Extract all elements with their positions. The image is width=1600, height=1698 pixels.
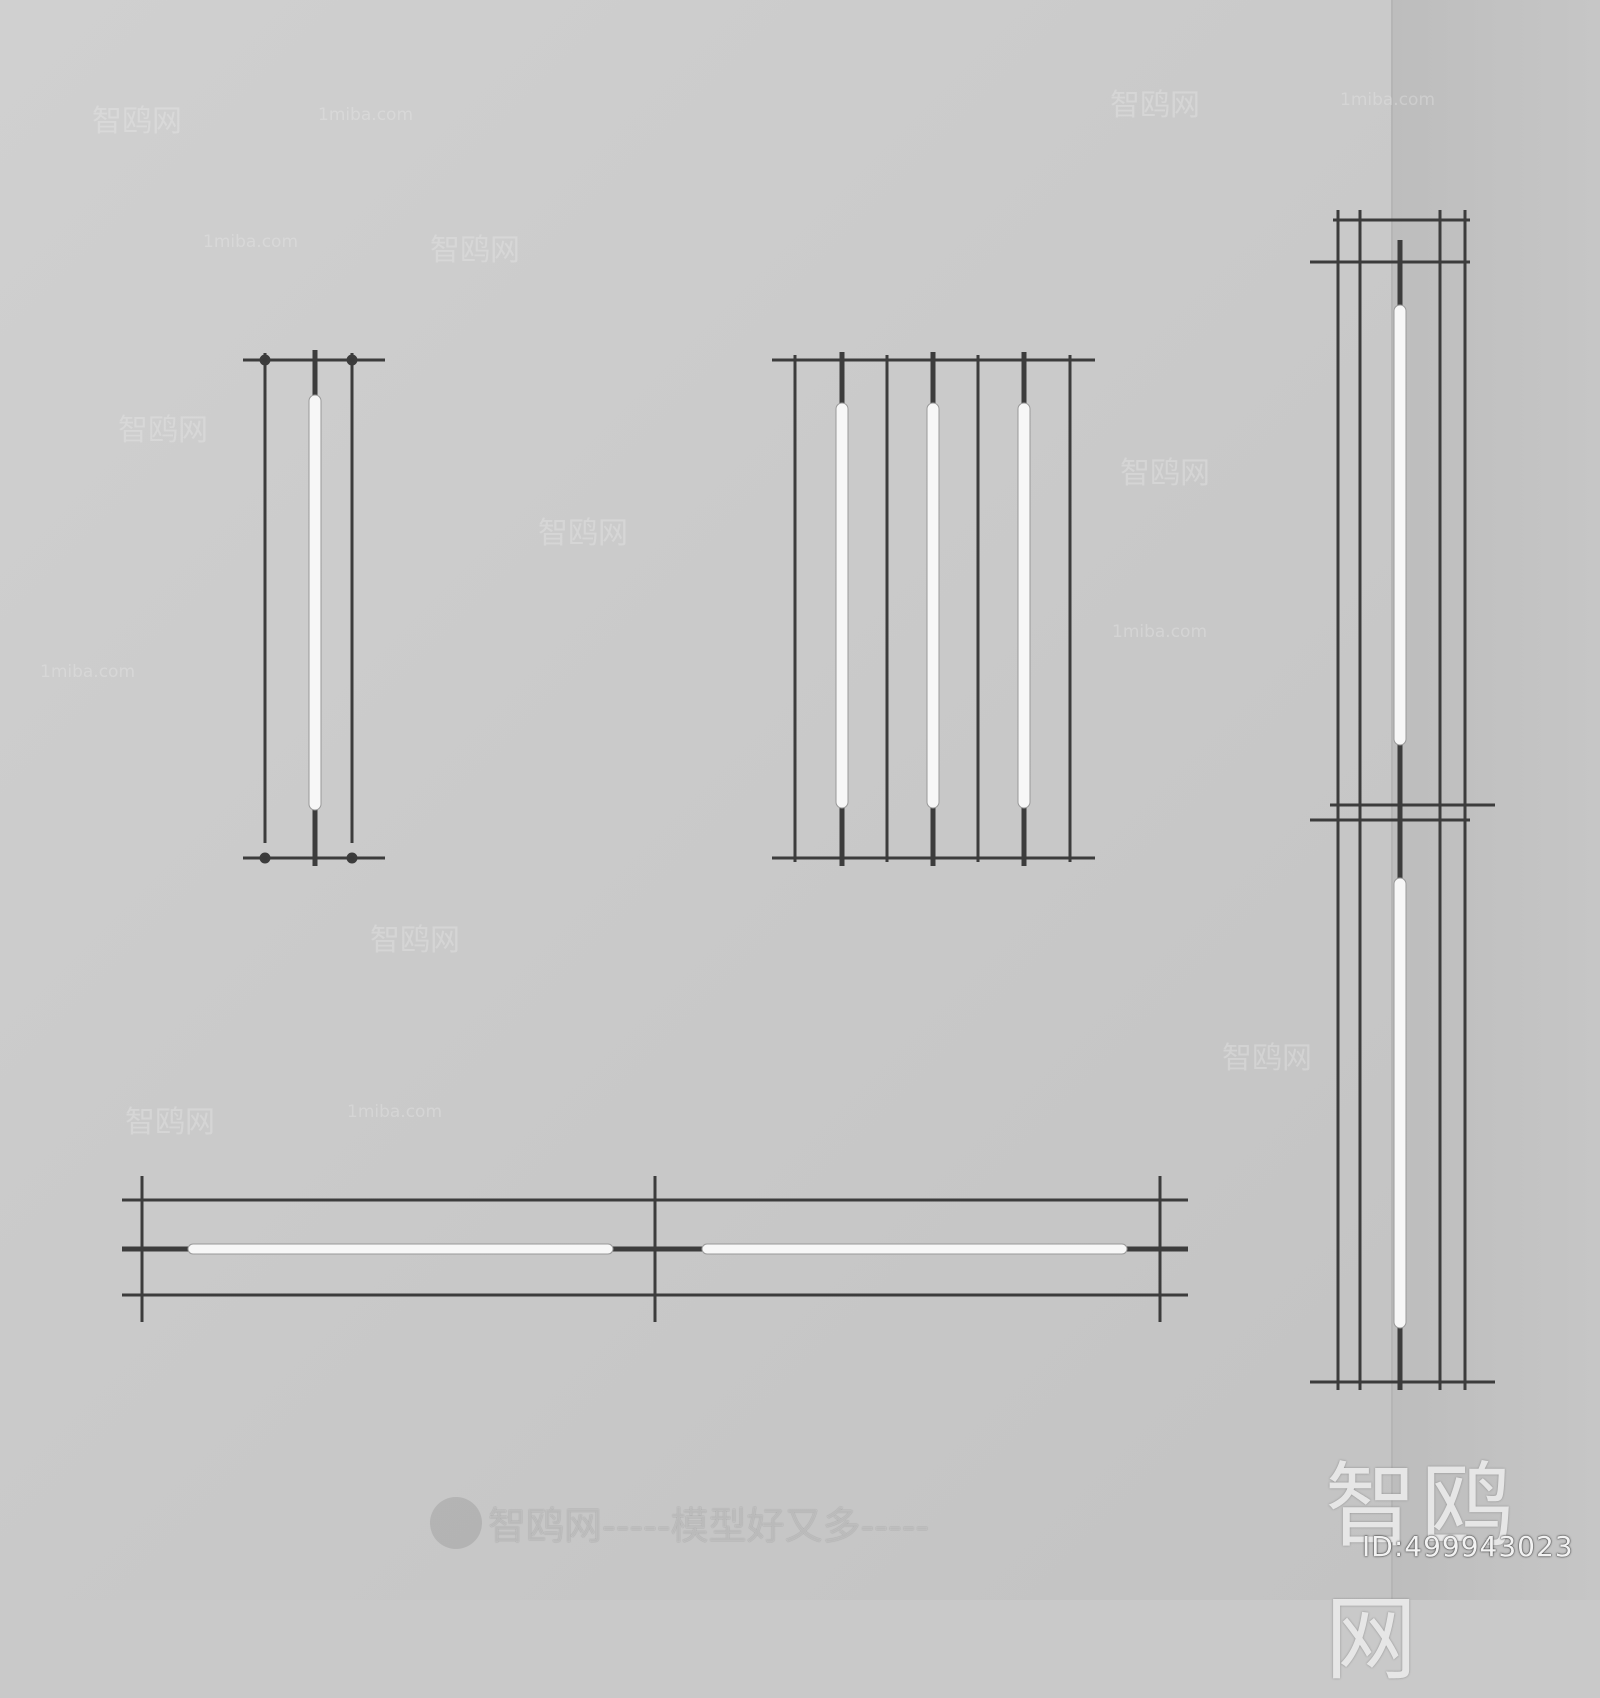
watermark-site: 1miba.com	[1112, 622, 1208, 642]
watermark-site: 1miba.com	[40, 662, 136, 682]
watermark-slogan: 智鸥网-----模型好又多-----	[488, 1504, 930, 1548]
lamp-render-scene	[0, 0, 1600, 1600]
watermark-id: ID:499943023	[1362, 1530, 1574, 1563]
watermark-brand: 智鸥网	[118, 413, 208, 448]
watermark-brand: 智鸥网	[125, 1105, 215, 1140]
watermark-brand: 智鸥网	[1110, 88, 1200, 123]
watermark-brand: 智鸥网	[370, 923, 460, 958]
watermark-brand: 智鸥网	[1222, 1041, 1312, 1076]
watermark-site: 1miba.com	[1340, 90, 1436, 110]
watermark-logo: 智鸥网	[1325, 1453, 1518, 1693]
bird-logo-icon	[430, 1496, 482, 1549]
watermark-site: 1miba.com	[318, 105, 414, 125]
watermark-brand: 智鸥网	[430, 233, 520, 268]
bottom-watermark: 智鸥网-----模型好又多-----	[430, 1495, 929, 1550]
triple-tube-wall-lamp	[772, 352, 1095, 866]
watermark-brand: 智鸥网	[538, 516, 628, 551]
watermark-brand: 智鸥网	[92, 104, 182, 139]
watermark-brand: 智鸥网	[1120, 456, 1210, 491]
single-tube-wall-lamp	[243, 350, 385, 866]
corner-tall-wall-lamp	[1310, 210, 1495, 1390]
corner-wall	[1392, 0, 1600, 1600]
horizontal-double-tube-lamp	[122, 1176, 1188, 1322]
watermark-site: 1miba.com	[203, 232, 299, 252]
watermark-site: 1miba.com	[347, 1102, 443, 1122]
